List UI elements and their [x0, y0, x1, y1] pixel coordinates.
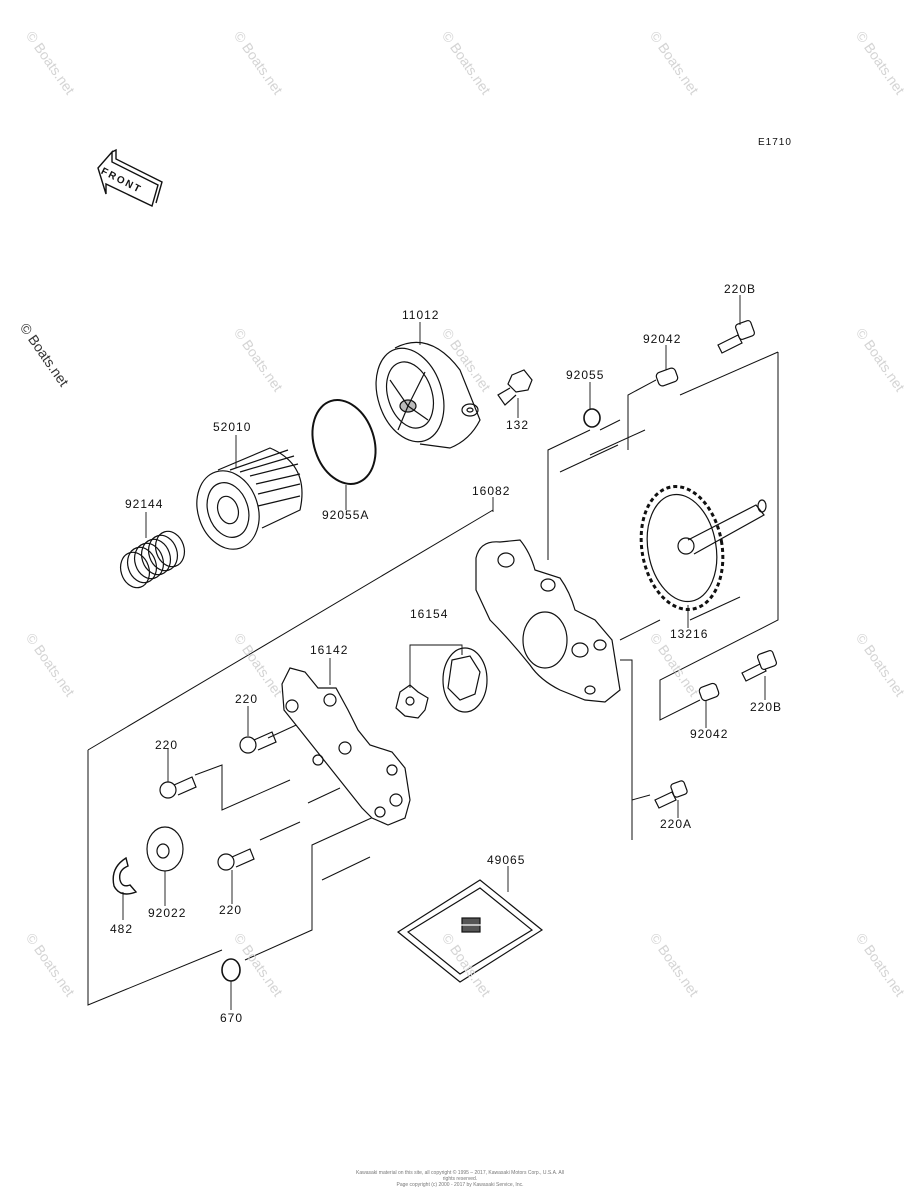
part-label-92042-top[interactable]: 92042 [643, 332, 682, 346]
o-ring-670-part [221, 958, 241, 982]
large-o-ring-part [311, 399, 377, 485]
part-label-220B-right[interactable]: 220B [750, 700, 783, 714]
assembly-frame-lines [87, 351, 779, 1006]
part-label-220-b[interactable]: 220 [155, 738, 179, 752]
part-label-92055[interactable]: 92055 [566, 368, 605, 382]
circlip-part [112, 856, 138, 895]
oil-pump-cover-part [375, 341, 481, 449]
front-arrow-icon [97, 148, 163, 207]
part-label-16142[interactable]: 16142 [310, 643, 349, 657]
copyright-line-1: Kawasaki material on this site, all copy… [356, 1170, 564, 1182]
oil-screen-part [396, 879, 544, 983]
part-label-670[interactable]: 670 [220, 1011, 244, 1025]
spring-part [119, 530, 186, 589]
outer-rotor-part [442, 647, 488, 713]
dowel-pin-top-part [655, 367, 679, 387]
part-label-92022[interactable]: 92022 [148, 906, 187, 920]
small-o-ring-part [583, 408, 601, 428]
inner-rotor-part [395, 684, 429, 719]
oil-filter-part [196, 447, 303, 550]
part-label-49065[interactable]: 49065 [487, 853, 526, 867]
part-label-92144[interactable]: 92144 [125, 497, 164, 511]
bolt-132-part [497, 369, 533, 406]
part-label-132[interactable]: 132 [506, 418, 530, 432]
copyright-footer: Kawasaki material on this site, all copy… [350, 1170, 570, 1188]
dowel-pin-right-part [698, 682, 720, 702]
part-label-16082[interactable]: 16082 [472, 484, 511, 498]
leader-lines [122, 295, 766, 1010]
screw-220-b-part [159, 776, 197, 799]
part-label-220A[interactable]: 220A [660, 817, 693, 831]
oil-pump-gear-part [639, 485, 767, 611]
bolt-220B-right-part [741, 649, 778, 682]
part-label-11012[interactable]: 11012 [402, 308, 440, 322]
oil-pump-body-part [475, 539, 621, 703]
diagram-code: E1710 [758, 137, 792, 148]
pump-cover-plate-part [281, 667, 411, 826]
copyright-line-2: Page copyright (c) 2000 - 2017 by Kawasa… [396, 1182, 524, 1188]
bolt-220A-part [654, 780, 688, 809]
washer-part [146, 826, 184, 872]
part-label-220-c[interactable]: 220 [219, 903, 243, 917]
part-label-482[interactable]: 482 [110, 922, 134, 936]
part-label-52010[interactable]: 52010 [213, 420, 252, 434]
part-label-92042-right[interactable]: 92042 [690, 727, 729, 741]
screw-220-c-part [217, 848, 255, 871]
part-label-92055A[interactable]: 92055A [322, 508, 370, 522]
part-label-16154[interactable]: 16154 [410, 607, 449, 621]
part-label-13216[interactable]: 13216 [670, 627, 709, 641]
bolt-220B-top-part [717, 319, 756, 354]
screw-220-a-part [239, 731, 277, 754]
part-label-220B-top[interactable]: 220B [724, 282, 757, 296]
part-label-220-a[interactable]: 220 [235, 692, 259, 706]
